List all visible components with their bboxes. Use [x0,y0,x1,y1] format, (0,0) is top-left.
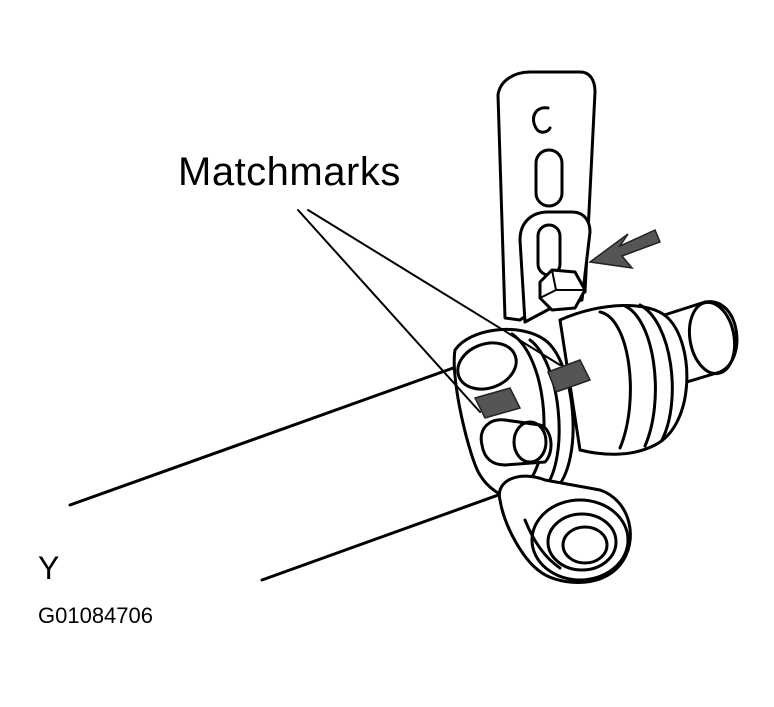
matchmark-arrow-icon [473,387,522,419]
shaft-yoke [452,327,575,503]
matchmarks-callout: Matchmarks [178,150,401,194]
spider-cap [479,418,553,467]
figure-id: G01084706 [38,603,153,628]
matchmark-arrow-icon [547,359,592,393]
view-letter: Y [38,550,60,586]
shaft-tube [68,360,542,582]
lower-flange [497,474,632,584]
mounting-bolt [538,268,587,312]
matchmarks-leader-lines [297,209,561,413]
bolt-arrow-icon [588,228,661,270]
center-bearing-body [558,303,689,456]
